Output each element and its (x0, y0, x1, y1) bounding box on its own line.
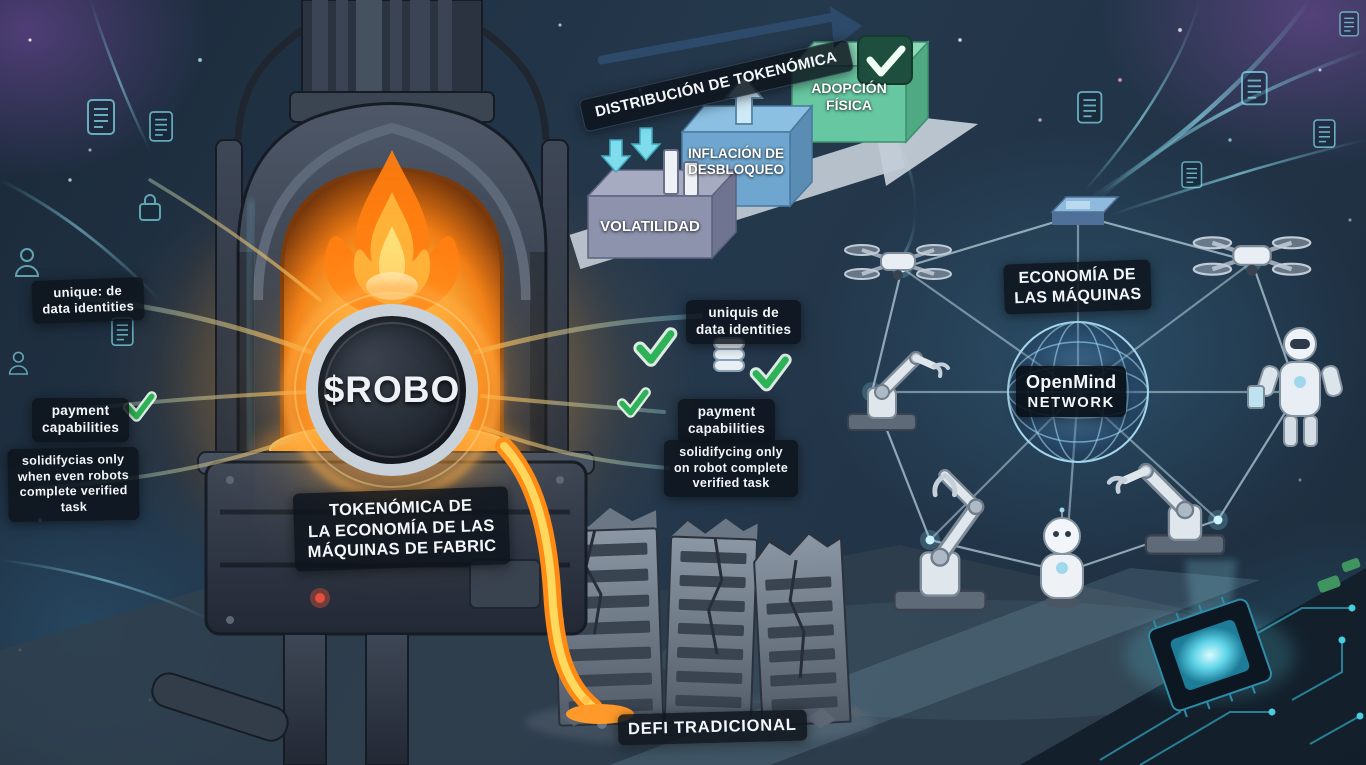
left-identities-label: unique: de data identities (31, 277, 145, 324)
defi-caption: DEFI TRADICIONAL (617, 709, 807, 746)
label-line: data identities (696, 321, 792, 337)
machine-economy-title: ECONOMÍA DE LAS MÁQUINAS (1003, 259, 1152, 315)
document-icon (149, 111, 173, 142)
check-icon (640, 334, 671, 360)
label-line: INFLACIÓN DE (688, 146, 784, 161)
furnace-caption: TOKENÓMICA DE LA ECONOMÍA DE LAS MÁQUINA… (292, 486, 511, 572)
document-icon (87, 99, 115, 135)
crumbling-pillar (663, 518, 759, 727)
label-line: capabilities (688, 420, 766, 436)
humanoid-robot-icon (1247, 327, 1343, 447)
document-icon (111, 317, 134, 347)
label-line: solidifycias only (21, 452, 125, 468)
volatility-box-label: VOLATILIDAD (588, 218, 712, 236)
center-solidify-label: solidifycing only on robot complete veri… (664, 440, 799, 497)
label-line: VOLATILIDAD (600, 218, 700, 235)
label-line: ADOPCIÓN (811, 80, 887, 96)
label-line: verified task (692, 476, 770, 491)
adoption-box-label: ADOPCIÓN FÍSICA (792, 80, 906, 114)
down-arrows-icon (600, 127, 662, 174)
chip-node-icon (1050, 196, 1120, 225)
label-line: DESBLOQUEO (687, 162, 784, 178)
check-icon (756, 360, 785, 385)
label-line: OpenMind (1026, 372, 1117, 392)
helper-robot-icon (1040, 507, 1084, 608)
label-line: FÍSICA (826, 96, 872, 113)
label-line: LAS MÁQUINAS (1014, 285, 1142, 308)
coin-symbol: $ROBO (323, 369, 461, 410)
drone-icon (1194, 237, 1311, 275)
inflation-box-label: INFLACIÓN DE DESBLOQUEO (682, 146, 790, 178)
document-icon (1181, 161, 1203, 189)
crumbling-pillar (753, 532, 852, 728)
person-icon (8, 351, 29, 375)
check-icon (128, 396, 152, 416)
label-line: NETWORK (1027, 394, 1115, 411)
document-icon (1077, 91, 1103, 124)
label-line: data identities (42, 298, 135, 317)
center-payment-label: payment capabilities (678, 399, 776, 443)
label-line: uniquis de (708, 305, 779, 320)
label-line: DEFI TRADICIONAL (627, 715, 797, 739)
label-line: payment (697, 404, 756, 419)
label-line: on robot complete (674, 460, 789, 475)
label-line: task (60, 499, 88, 515)
openmind-network-label: OpenMind NETWORK (1016, 366, 1127, 417)
left-solidify-label: solidifycias only when even robots compl… (7, 446, 140, 522)
document-icon (1339, 11, 1359, 37)
center-identities-label: uniquis de data identities (686, 300, 802, 344)
document-icon (1241, 71, 1268, 106)
document-icon (1313, 119, 1336, 148)
indicator-light (315, 593, 325, 603)
drone-icon (843, 243, 953, 282)
robo-coin: $ROBO (294, 292, 490, 488)
label-line: capabilities (42, 419, 120, 435)
lock-icon (139, 194, 161, 221)
left-payment-label: payment capabilities (32, 398, 130, 442)
check-badge-icon (857, 35, 913, 85)
label-line: payment (51, 403, 110, 418)
person-icon (15, 248, 39, 277)
label-line: solidifycing only (679, 445, 783, 459)
label-line: complete verified (19, 483, 128, 500)
